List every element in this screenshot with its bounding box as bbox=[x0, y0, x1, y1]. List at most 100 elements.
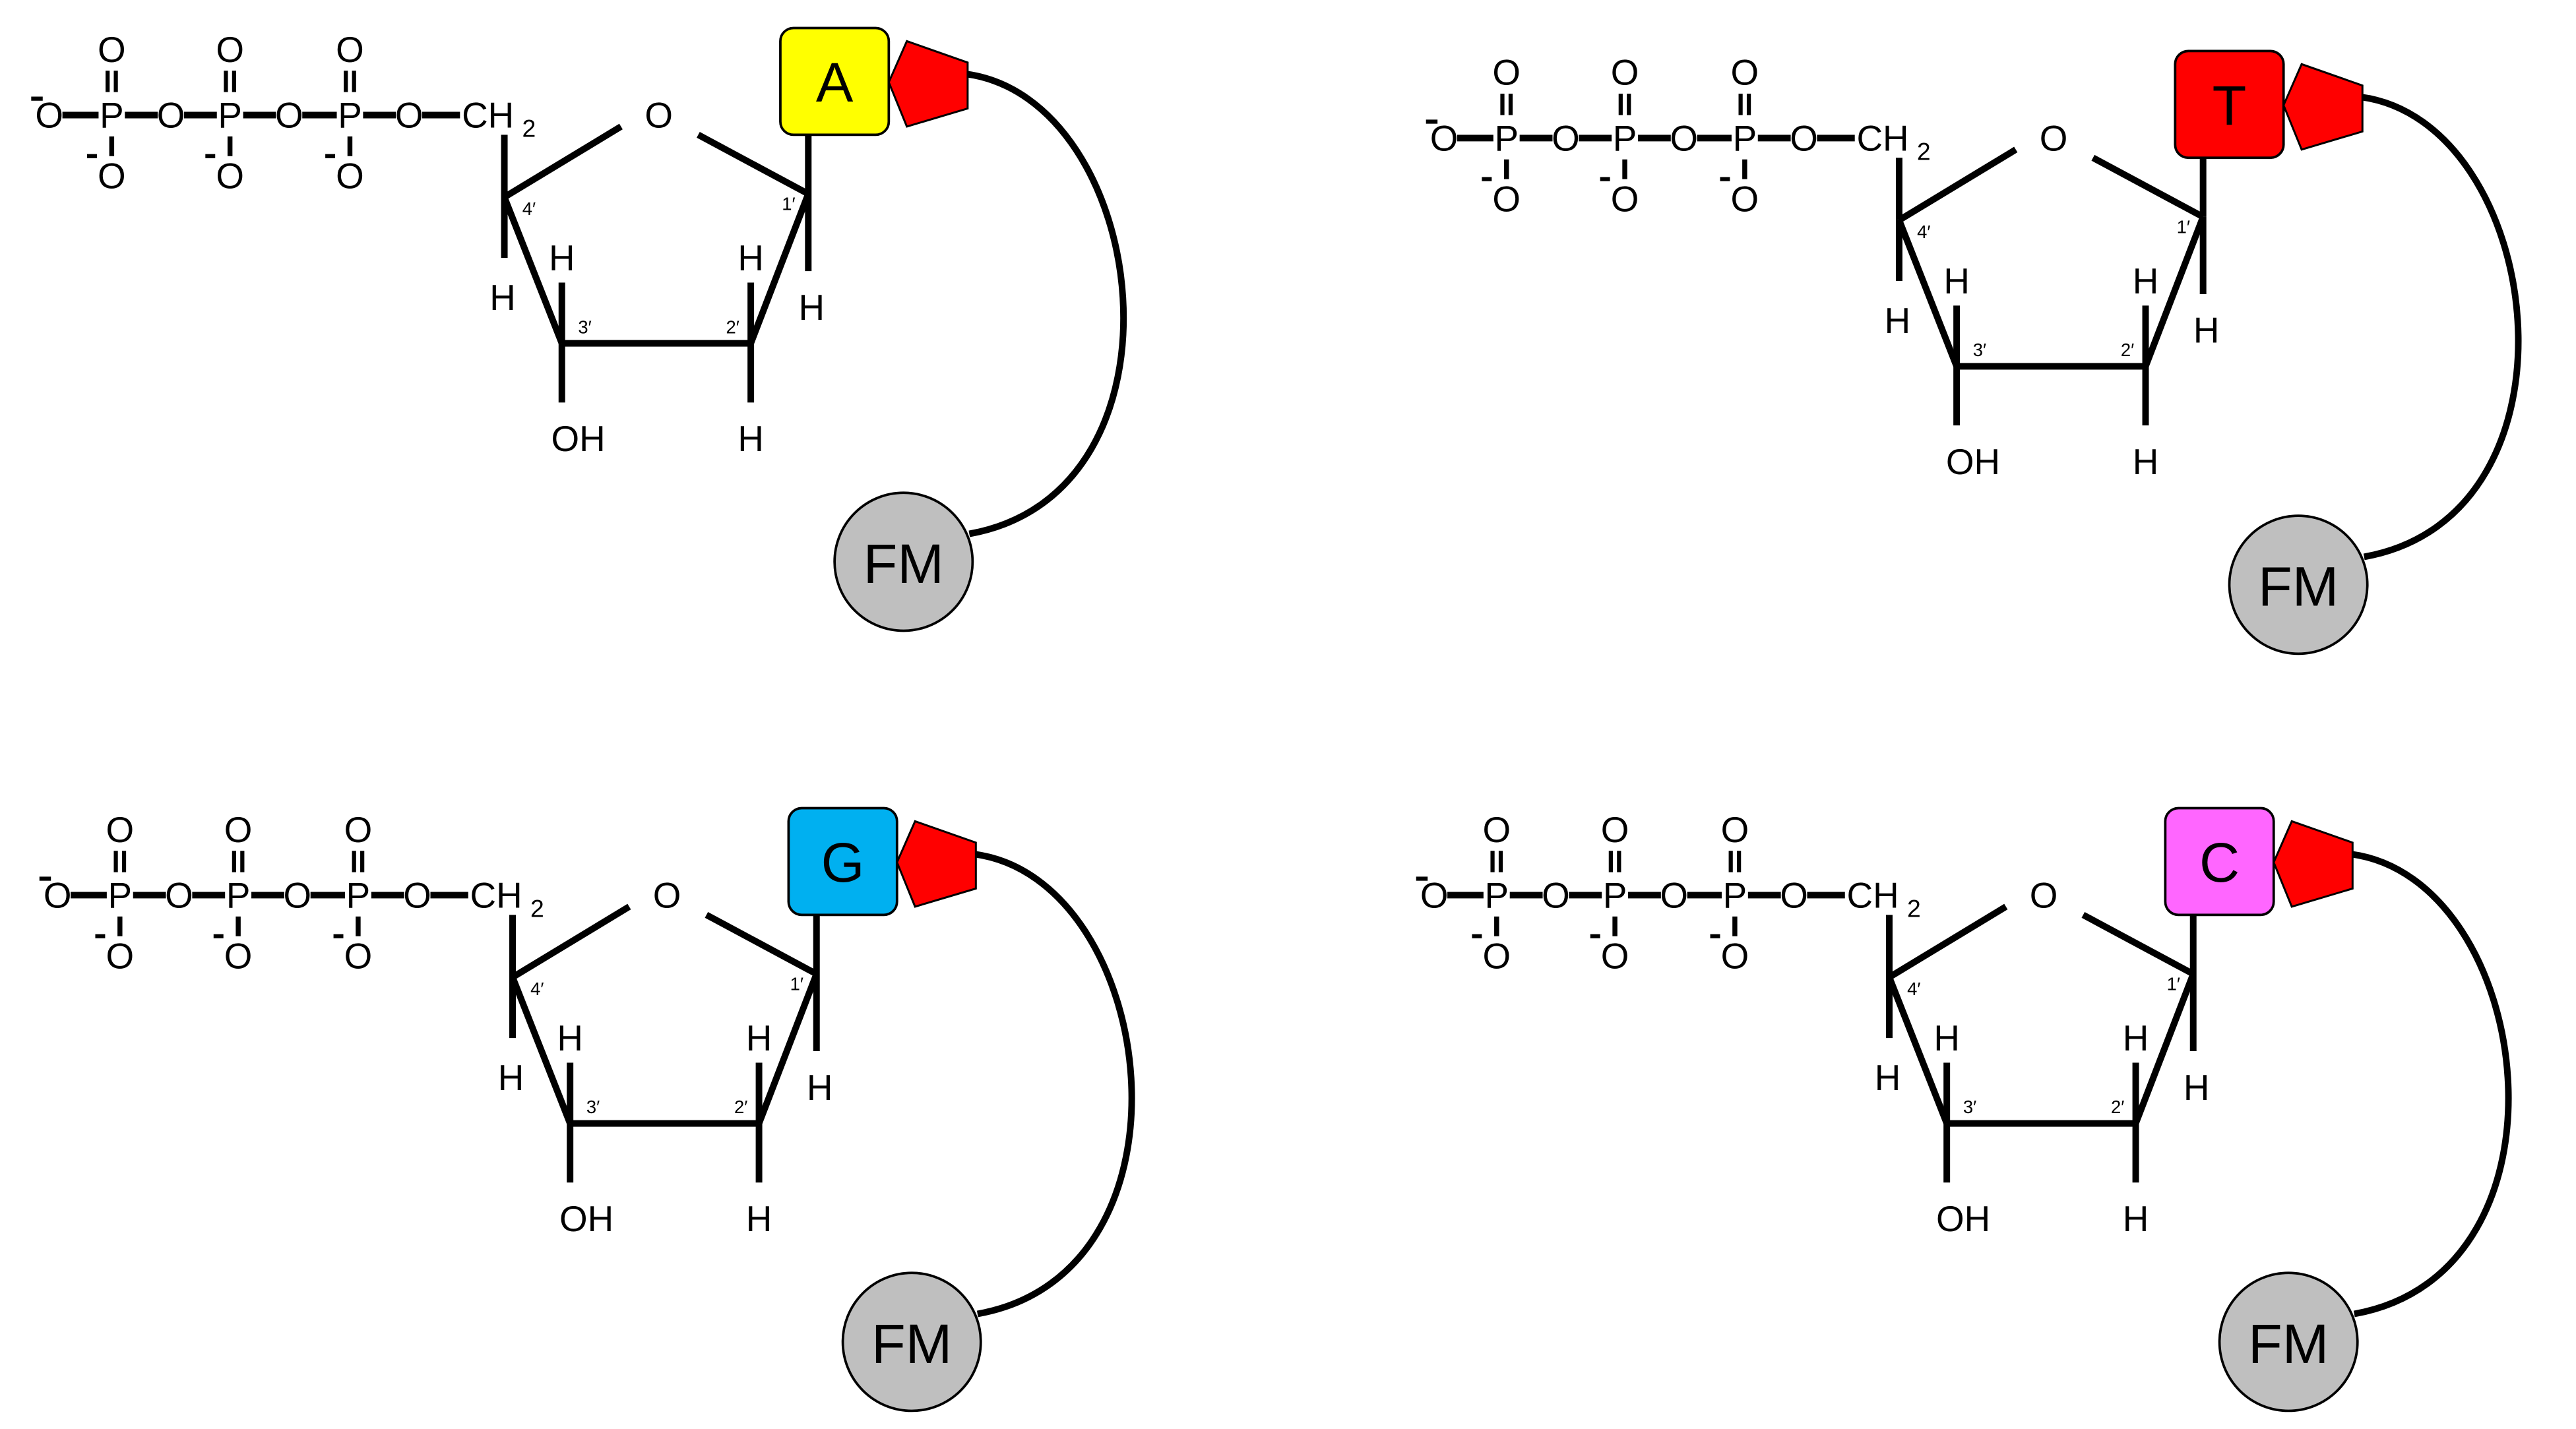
linker-pentagon bbox=[896, 820, 977, 908]
hydrogen-atom: H bbox=[2123, 1018, 2149, 1058]
hydrogen-atom: H bbox=[498, 1057, 524, 1098]
linker-arc bbox=[2350, 851, 2512, 1318]
bond bbox=[697, 131, 810, 197]
bond bbox=[2091, 154, 2205, 220]
oxygen-atom: O bbox=[283, 874, 311, 915]
hydrogen-atom: H bbox=[2123, 1198, 2149, 1239]
hydrogen-atom: H bbox=[1943, 260, 1970, 301]
subscript-2: 2 bbox=[1917, 137, 1931, 165]
subscript-2: 2 bbox=[522, 114, 536, 142]
linker-arc bbox=[2360, 94, 2522, 561]
phosphorus-atom: P bbox=[100, 94, 124, 135]
hydroxyl-group: OH bbox=[551, 418, 606, 459]
ch-group: CH bbox=[1847, 874, 1899, 915]
carbon-3-label: 3′ bbox=[1963, 1097, 1976, 1117]
oxygen-atom: O bbox=[1611, 52, 1639, 93]
phosphorus-atom: P bbox=[1613, 117, 1637, 158]
oxygen-atom: O bbox=[1780, 874, 1808, 915]
phosphorus-atom: P bbox=[338, 94, 362, 135]
oxygen-atom: O bbox=[336, 29, 364, 70]
carbon-3-label: 3′ bbox=[586, 1097, 600, 1117]
oxygen-atom: O bbox=[216, 29, 244, 70]
fluorophore-label: FM bbox=[871, 1312, 952, 1375]
oxygen-atom: O bbox=[336, 156, 364, 197]
fluorophore-label: FM bbox=[2248, 1312, 2329, 1375]
hydrogen-atom: H bbox=[746, 1198, 772, 1239]
hydrogen-atom: H bbox=[738, 418, 764, 459]
bond bbox=[705, 911, 819, 977]
hydrogen-atom: H bbox=[746, 1018, 772, 1058]
bond bbox=[747, 193, 811, 345]
linker-arc bbox=[974, 851, 1135, 1318]
hydrogen-atom: H bbox=[2193, 310, 2220, 351]
oxygen-atom: O bbox=[157, 94, 185, 135]
oxygen-atom: O bbox=[1482, 936, 1511, 977]
oxygen-atom: O bbox=[1721, 936, 1749, 977]
bond bbox=[509, 976, 573, 1125]
hydrogen-atom: H bbox=[549, 237, 575, 278]
ch-group: CH bbox=[1856, 117, 1908, 158]
base-letter: C bbox=[2199, 831, 2240, 894]
bond bbox=[502, 123, 623, 200]
phosphorus-atom: P bbox=[1723, 874, 1747, 915]
oxygen-atom: O bbox=[98, 29, 126, 70]
oxygen-atom: O bbox=[344, 809, 373, 850]
bond bbox=[2081, 911, 2195, 977]
hydroxyl-group: OH bbox=[1946, 441, 2000, 482]
oxygen-atom: O bbox=[224, 809, 253, 850]
carbon-1-label: 1′ bbox=[782, 193, 795, 214]
oxygen-atom: O bbox=[395, 94, 424, 135]
oxygen-atom: O bbox=[1492, 179, 1521, 220]
hydrogen-atom: H bbox=[1933, 1018, 1960, 1058]
bond bbox=[755, 973, 820, 1125]
carbon-2-label: 2′ bbox=[2121, 340, 2134, 360]
phosphorus-atom: P bbox=[346, 874, 371, 915]
linker-pentagon bbox=[2282, 63, 2364, 151]
bond bbox=[1886, 976, 1950, 1125]
bond bbox=[1896, 219, 1960, 368]
phosphorus-atom: P bbox=[108, 874, 133, 915]
hydrogen-atom: H bbox=[557, 1018, 583, 1058]
bond bbox=[511, 903, 631, 981]
oxygen-atom: O bbox=[1731, 52, 1759, 93]
fluorophore-label: FM bbox=[2258, 555, 2339, 618]
linker-pentagon bbox=[2273, 820, 2354, 908]
bond bbox=[1897, 146, 2018, 224]
oxygen-atom: O bbox=[1482, 809, 1511, 850]
carbon-3-label: 3′ bbox=[1973, 340, 1986, 360]
base-letter: T bbox=[2213, 74, 2247, 137]
carbon-4-label: 4′ bbox=[530, 979, 544, 999]
hydroxyl-group: OH bbox=[1936, 1198, 1990, 1239]
hydrogen-atom: H bbox=[798, 287, 825, 328]
ring-oxygen: O bbox=[644, 94, 673, 135]
oxygen-atom: O bbox=[224, 936, 253, 977]
bond bbox=[2142, 216, 2207, 368]
phosphorus-atom: P bbox=[218, 94, 242, 135]
hydrogen-atom: H bbox=[1885, 300, 1911, 341]
oxygen-atom: O bbox=[165, 874, 193, 915]
carbon-1-label: 1′ bbox=[790, 973, 803, 994]
oxygen-atom: O bbox=[44, 874, 72, 915]
carbon-1-label: 1′ bbox=[2177, 216, 2190, 237]
carbon-2-label: 2′ bbox=[726, 317, 739, 337]
oxygen-atom: O bbox=[403, 874, 431, 915]
fluorophore-circle bbox=[2218, 1271, 2359, 1413]
oxygen-atom: O bbox=[1731, 179, 1759, 220]
hydrogen-atom: H bbox=[2133, 441, 2159, 482]
hydrogen-atom: H bbox=[738, 237, 764, 278]
oxygen-atom: O bbox=[344, 936, 373, 977]
ring-oxygen: O bbox=[653, 874, 681, 915]
hydrogen-atom: H bbox=[489, 277, 516, 318]
hydrogen-atom: H bbox=[2133, 260, 2159, 301]
oxygen-atom: O bbox=[1552, 117, 1580, 158]
hydrogen-atom: H bbox=[2183, 1067, 2210, 1108]
oxygen-atom: O bbox=[106, 936, 134, 977]
phosphorus-atom: P bbox=[1494, 117, 1519, 158]
oxygen-atom: O bbox=[1790, 117, 1818, 158]
oxygen-atom: O bbox=[1601, 936, 1629, 977]
carbon-4-label: 4′ bbox=[522, 198, 536, 219]
phosphorus-atom: P bbox=[226, 874, 251, 915]
